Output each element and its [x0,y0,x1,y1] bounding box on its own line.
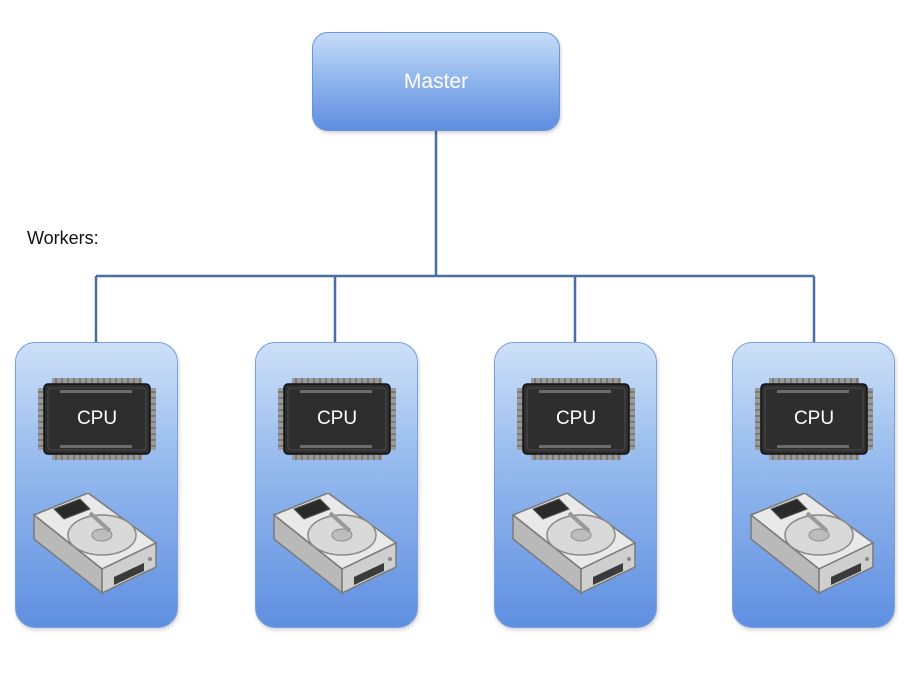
hard-drive-icon [30,492,160,598]
worker-node-4: CPU [732,342,895,628]
hard-drive-icon [509,492,639,598]
cpu-chip-icon: CPU [755,378,873,460]
hard-drive-icon [747,492,877,598]
cpu-chip-icon: CPU [517,378,635,460]
cpu-chip-icon: CPU [278,378,396,460]
hard-drive-icon [270,492,400,598]
worker-node-3: CPU [494,342,657,628]
master-label: Master [403,69,469,93]
worker-node-1: CPU [15,342,178,628]
workers-label: Workers: [27,228,99,248]
master-node: Master [312,32,560,131]
worker-node-2: CPU [255,342,418,628]
cpu-chip-icon: CPU [38,378,156,460]
